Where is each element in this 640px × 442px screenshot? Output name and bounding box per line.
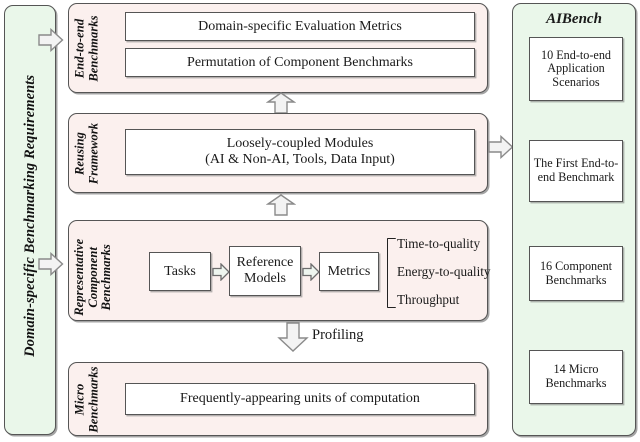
box-domain-specific-evaluation-metrics: Domain-specific Evaluation Metrics [125, 12, 475, 41]
metric-energy-to-quality: Energy-to-quality [397, 264, 491, 279]
arrow-up-representative-to-reusing [266, 194, 296, 216]
metrics-brace [387, 238, 396, 308]
arrow-tasks-to-reference-models [212, 262, 230, 286]
box-tasks: Tasks [149, 252, 211, 291]
box-loosely-coupled-modules: Loosely-coupled Modules (AI & Non-AI, To… [125, 129, 475, 175]
aibench-item-micro-benchmarks: 14 Micro Benchmarks [529, 350, 623, 404]
box-permutation-of-component-benchmarks: Permutation of Component Benchmarks [125, 48, 475, 77]
box-metrics: Metrics [319, 252, 379, 291]
metric-throughput: Throughput [397, 292, 460, 307]
metric-time-to-quality: Time-to-quality [397, 236, 481, 251]
loosely-coupled-line2: (AI & Non-AI, Tools, Data Input) [205, 152, 395, 167]
box-reference-models: Reference Models [229, 246, 301, 296]
aibench-item-first-end-to-end-benchmark: The First End-to-end Benchmark [529, 140, 623, 202]
arrow-right-to-representative [38, 252, 64, 276]
arrow-reference-models-to-metrics [302, 262, 320, 286]
box-frequently-appearing-units: Frequently-appearing units of computatio… [125, 383, 475, 415]
loosely-coupled-line1: Loosely-coupled Modules [226, 136, 374, 152]
aibench-item-end-to-end-scenarios: 10 End-to-end Application Scenarios [529, 37, 623, 101]
section-end-to-end-benchmarks: End-to-end Benchmarks Domain-specific Ev… [68, 3, 488, 93]
section-label-micro-benchmarks: Micro Benchmarks [72, 366, 101, 433]
aibench-title: AIBench [546, 11, 602, 27]
section-representative-component-benchmarks: Representative Component Benchmarks Task… [68, 220, 491, 321]
metrics-list: Time-to-quality Energy-to-quality Throug… [397, 236, 493, 308]
sidebar-domain-requirements: Domain-specific Benchmarking Requirement… [4, 5, 56, 435]
arrow-right-to-aibench [488, 135, 514, 159]
section-label-representative: Representative Component Benchmarks [71, 238, 113, 316]
section-micro-benchmarks: Micro Benchmarks Frequently-appearing un… [68, 362, 488, 436]
section-label-end-to-end: End-to-end Benchmarks [72, 15, 101, 82]
arrow-up-reusing-to-end-to-end [266, 92, 296, 114]
arrow-right-to-end-to-end [38, 28, 64, 52]
label-profiling: Profiling [312, 327, 364, 343]
aibench-item-component-benchmarks: 16 Component Benchmarks [529, 246, 623, 301]
section-reusing-framework: Reusing Framework Loosely-coupled Module… [68, 113, 488, 193]
sidebar-label: Domain-specific Benchmarking Requirement… [22, 74, 39, 357]
section-label-reusing-framework: Reusing Framework [72, 122, 101, 185]
reference-models-label: Reference Models [236, 255, 294, 286]
arrow-down-profiling [276, 322, 310, 352]
panel-aibench: AIBench 10 End-to-end Application Scenar… [512, 3, 636, 436]
